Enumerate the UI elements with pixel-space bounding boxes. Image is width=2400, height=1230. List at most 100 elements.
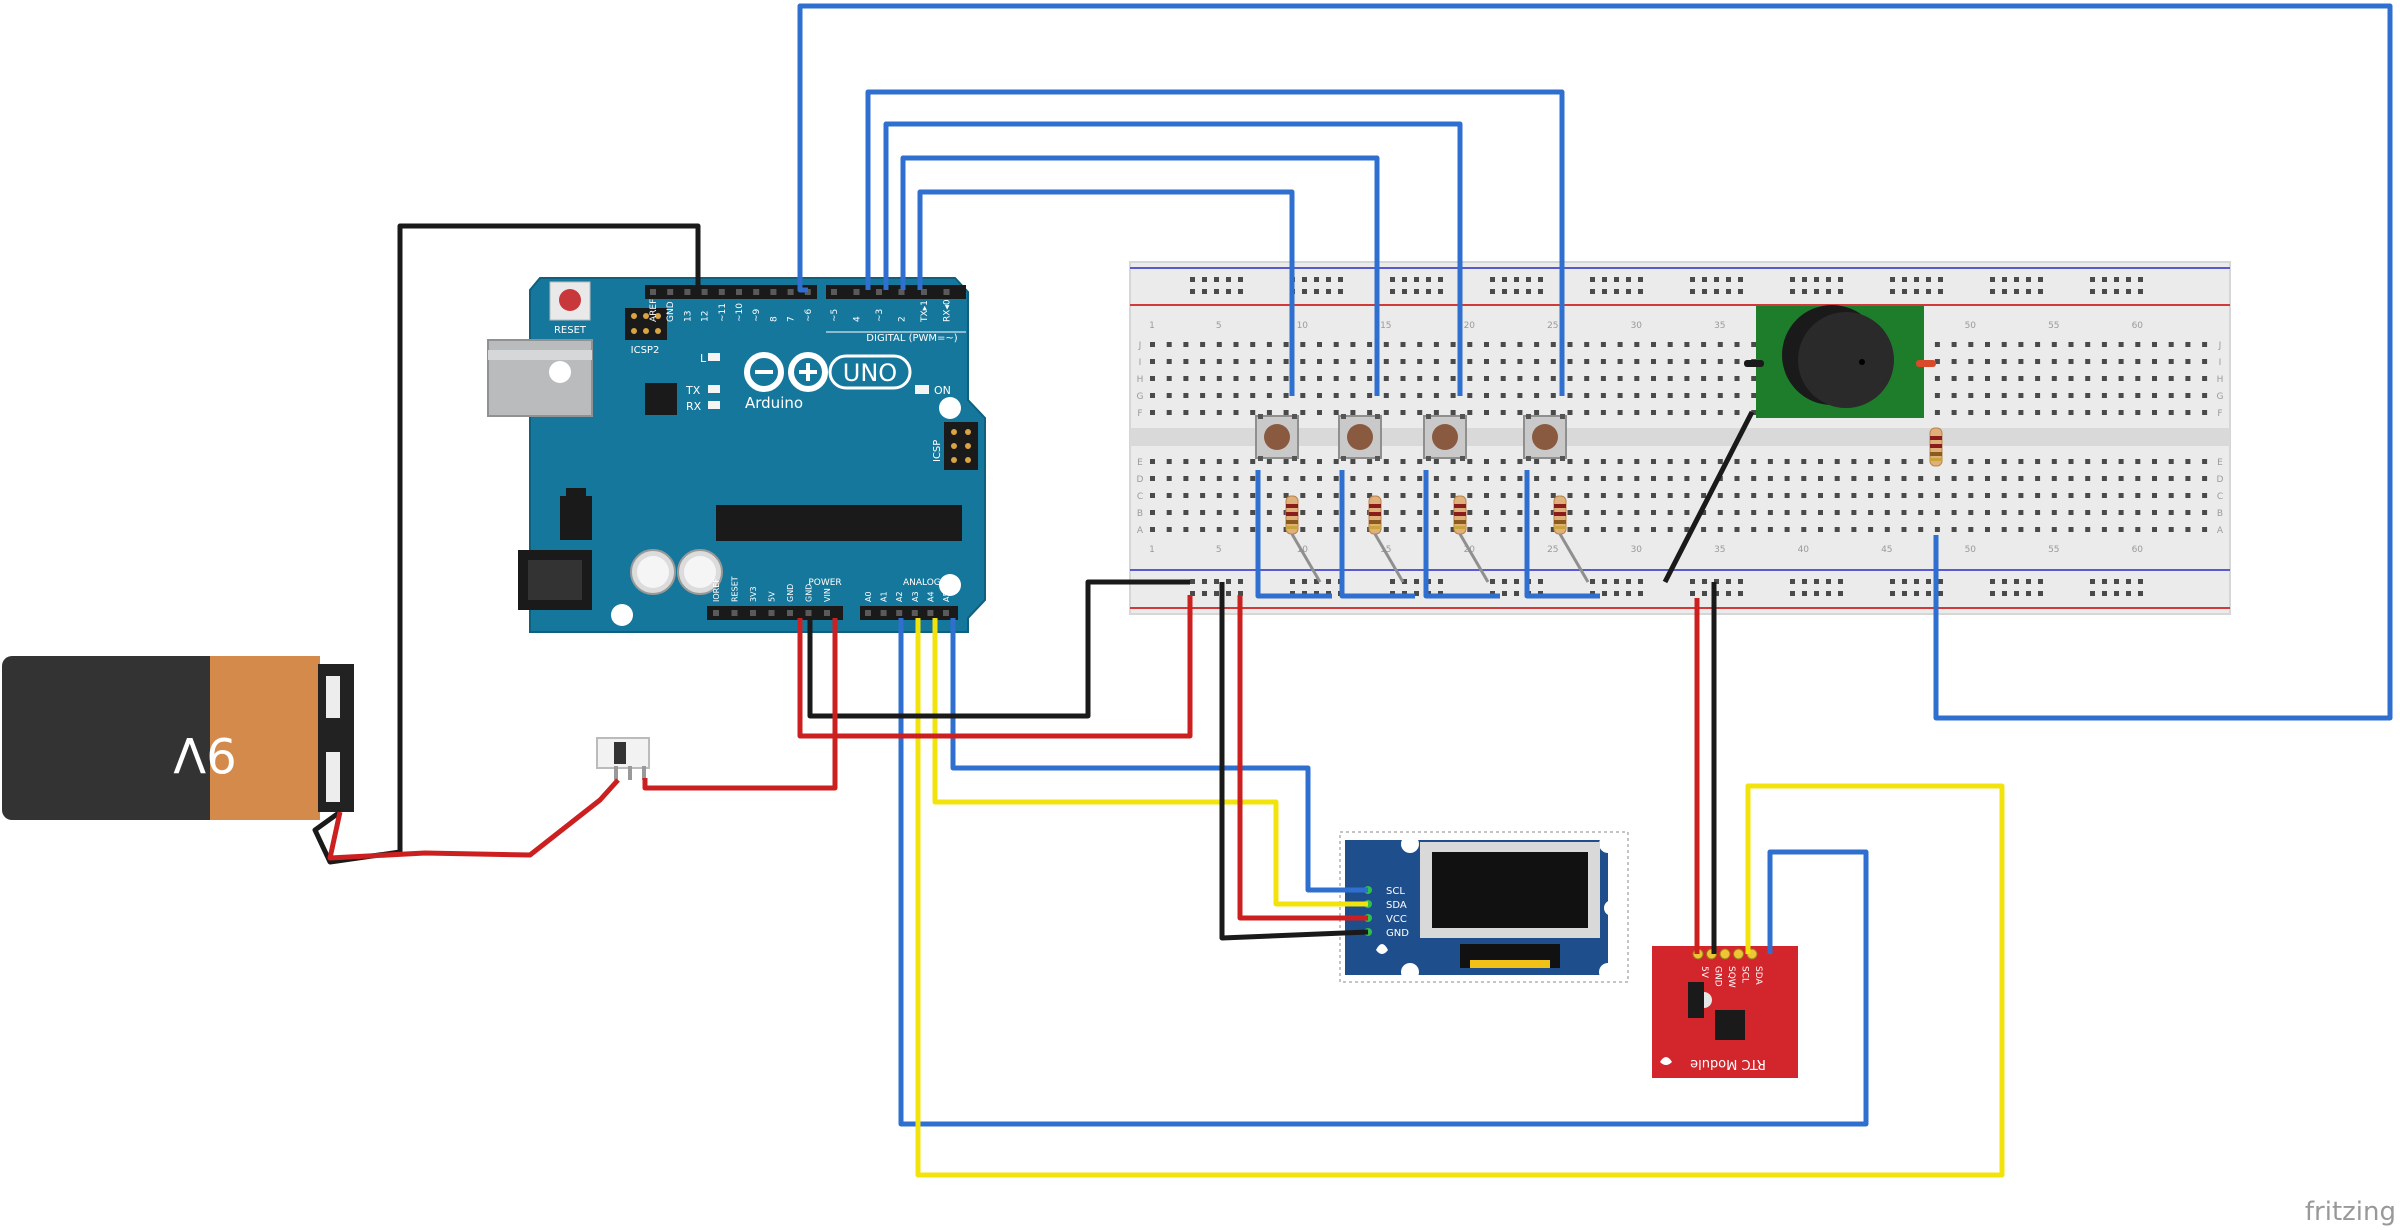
analog-pin-label: A5 [942,591,951,602]
breadboard-column-number: 55 [2048,545,2059,555]
wire-button-ground-4 [1524,470,1600,599]
seeed-logo-icon [1376,944,1388,954]
breadboard-column-number: 35 [1714,321,1725,331]
buzzer-module [1744,305,1936,418]
breadboard-column-number: 40 [1798,545,1810,555]
breadboard-column-number: 60 [2132,321,2144,331]
resistor [1929,427,1943,467]
breadboard-column-number: 60 [2132,545,2144,555]
wire-button-ground-2 [1339,470,1415,599]
wire-ground-rail [807,579,1190,719]
breadboard-row-letter: H [2217,375,2224,385]
breadboard-row-letter: J [2218,341,2222,351]
slide-switch [596,737,650,780]
breadboard-row-letter: H [1137,375,1144,385]
breadboard-row-letter: I [2219,358,2222,368]
wire-button-ground-3 [1423,470,1500,599]
wire-oled-gnd [1219,582,1369,941]
power-pin-label: GND [786,584,795,602]
digital-pin-label: AREF [649,299,659,322]
breadboard-column-number: 15 [1380,321,1391,331]
breadboard-column-number: 35 [1714,545,1725,555]
breadboard-row-letter: I [1139,358,1142,368]
digital-pin-label: ~11 [718,303,728,322]
wire-button-1 [917,189,1295,396]
rtc-pin-label: SCL [1740,966,1750,983]
wire-button-4 [865,89,1565,396]
breadboard-row-letter: C [2217,492,2223,502]
breadboard-column-number: 30 [1631,545,1643,555]
digital-pin-label: 7 [787,316,797,322]
wire-rtc-sda [898,618,1869,1127]
digital-pin-label: 4 [853,316,863,322]
breadboard-row-letter: A [2217,526,2224,536]
breadboard-row-letter: B [1137,509,1143,519]
digital-pin-label: TX▸1 [920,300,930,323]
icsp-label: ICSP [932,440,943,462]
wire-button-2 [900,155,1380,396]
breadboard-column-number: 1 [1149,545,1155,555]
battery-label: 9V [173,726,237,782]
digital-pin-label: 13 [683,311,693,322]
resistor-leg [1458,533,1490,583]
wire-rtc-scl [915,618,2005,1178]
breadboard-column-number: 10 [1297,321,1309,331]
analog-pin-label: A4 [926,591,935,602]
breadboard-row-letter: G [1137,392,1144,402]
digital-pin-label: ~9 [752,308,762,322]
pushbutton [1338,414,1382,461]
wire-button-ground-1 [1255,470,1332,599]
breadboard-row-letter: B [2217,509,2223,519]
oled-pin-label: SDA [1386,900,1407,911]
power-pin-label: VIN [823,588,832,602]
breadboard-column-number: 25 [1547,321,1558,331]
digital-pin-label: 12 [701,311,711,322]
analog-pin-label: A1 [880,591,889,602]
power-label: POWER [808,578,841,588]
breadboard-row-letter: D [1137,475,1144,485]
arduino-infinity-logo [744,352,828,392]
wire-buzzer-gnd [1662,410,1755,584]
sparkfun-logo-icon [1660,1057,1672,1065]
rtc-pin-label: SQW [1726,966,1736,988]
wire-oled-vcc [1237,595,1368,921]
resistor [1285,495,1299,535]
digital-label: DIGITAL (PWM=~) [866,333,957,344]
digital-pin-label: ~5 [830,309,840,322]
wire-vin-switch [642,618,838,791]
breadboard-row-letter: J [1138,341,1142,351]
breadboard-column-number: 30 [1631,321,1643,331]
power-pin-label: 3V3 [749,586,758,602]
breadboard-column-number: 25 [1547,545,1558,555]
resistor-leg [1290,533,1322,583]
rx-led-label: RX [686,400,702,413]
icsp2-header [625,308,667,340]
resistor-leg [1558,533,1590,583]
power-pin-label: 5V [768,591,777,602]
pushbuttons [1255,414,1567,461]
reset-label: RESET [554,325,587,336]
pushbutton [1423,414,1467,461]
breadboard-column-number: 1 [1149,321,1155,331]
wire-button-3 [883,121,1463,396]
rtc-pin-label: SDA [1753,966,1763,985]
rtc-pin-label: GND [1713,966,1723,987]
power-pin-label: IOREF [712,578,721,602]
oled-pin-label: SCL [1386,886,1405,897]
rtc-label: RTC Module [1690,1056,1766,1071]
resistor [1453,495,1467,535]
icsp-header [944,422,978,470]
l-led-label: L [700,352,707,365]
wire-oled-sda [932,618,1368,907]
reset-button [559,289,581,311]
digital-pin-label: 2 [898,316,908,322]
tx-led-label: TX [685,384,701,397]
analog-label: ANALOG IN [903,578,953,588]
pushbutton [1523,414,1567,461]
wire-battery-positive [327,778,620,861]
breadboard-row-letter: E [2217,458,2223,468]
breadboard-row-letter: C [1137,492,1143,502]
